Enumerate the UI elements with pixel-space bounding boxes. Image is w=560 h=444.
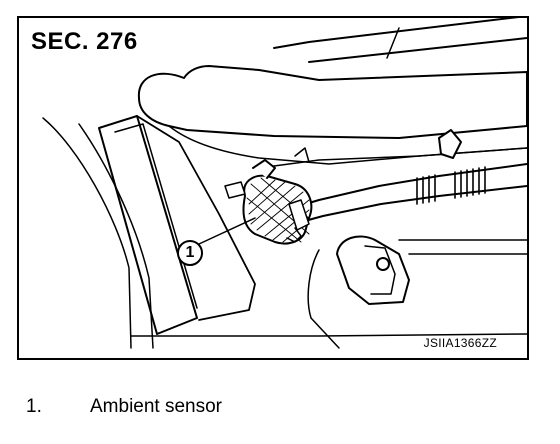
upper-bracket-slot xyxy=(386,27,400,59)
upper-bracket-line xyxy=(273,18,519,49)
lower-panel-2 xyxy=(78,123,154,349)
ambient-sensor-illustration xyxy=(42,18,527,349)
corrugated-tube xyxy=(416,166,486,205)
ambient-sensor-connector xyxy=(288,199,310,231)
ambient-sensor-clip xyxy=(224,181,246,199)
section-code-label: SEC. 276 xyxy=(31,28,142,56)
lower-bracket-inner xyxy=(364,245,396,295)
callout-marker-1: 1 xyxy=(177,240,203,266)
lower-bracket xyxy=(336,235,410,305)
ambient-sensor-lock xyxy=(286,227,302,243)
lower-bracket-edge xyxy=(307,249,340,349)
bumper-cover-edge xyxy=(168,125,527,165)
callout-leader-line xyxy=(198,217,256,245)
side-panel xyxy=(98,115,198,335)
bolt-icon xyxy=(376,257,390,271)
upper-bracket-line-2 xyxy=(308,37,527,63)
side-panel-fascia xyxy=(136,115,256,321)
harness-pipe-top xyxy=(298,163,527,207)
bottom-edge-line xyxy=(130,333,527,337)
ambient-sensor-tab xyxy=(252,159,276,179)
harness-clip xyxy=(438,129,462,159)
harness-pipe-upper xyxy=(258,147,527,169)
diagram-frame: SEC. 276 1 JSIIA1366ZZ xyxy=(17,16,529,360)
legend: 1. Ambient sensor xyxy=(26,396,222,418)
figure-id-label: JSIIA1366ZZ xyxy=(423,336,497,350)
lower-panel xyxy=(42,117,132,349)
harness-clip-2 xyxy=(294,147,310,163)
bumper-cover xyxy=(137,65,527,139)
harness-pipe-bottom xyxy=(300,185,527,223)
legend-item: 1. Ambient sensor xyxy=(26,396,222,418)
legend-item-label: Ambient sensor xyxy=(90,396,223,417)
legend-item-number: 1. xyxy=(26,396,42,417)
